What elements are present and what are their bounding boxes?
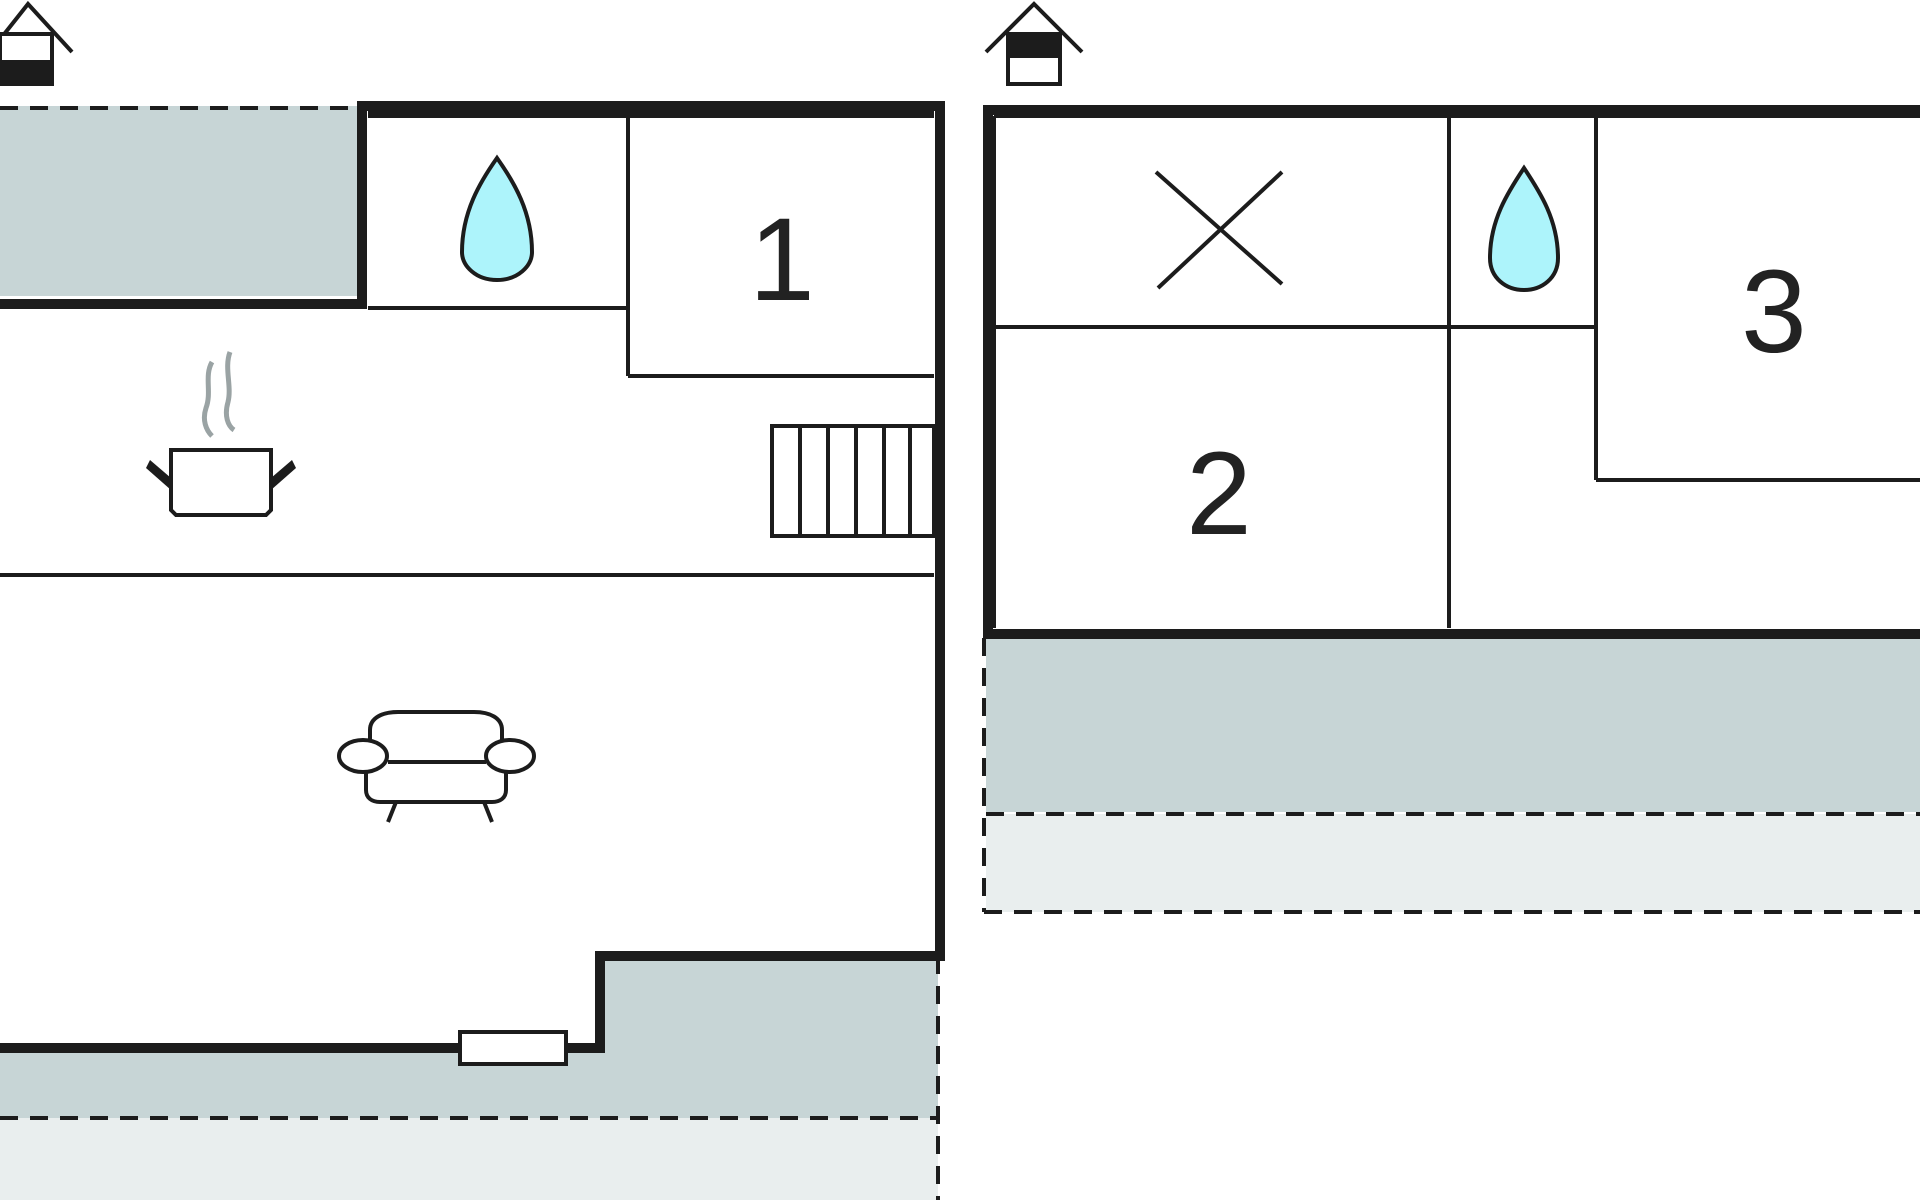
entrance-door-icon (458, 1030, 568, 1066)
bathroom-water-drop-icon (459, 154, 535, 283)
balcony (986, 634, 1920, 812)
room-label: 3 (1741, 246, 1807, 378)
outer-wall (0, 101, 945, 1053)
kitchen-pot-icon (146, 351, 296, 517)
balcony-light (986, 814, 1920, 912)
room-label: 2 (1186, 428, 1252, 560)
ground-floor: 1 (0, 0, 945, 1200)
living-room-sofa-icon (337, 710, 536, 823)
bathroom-water-drop-icon (1487, 164, 1561, 293)
interior-walls (0, 110, 934, 577)
void-cross-icon (1154, 170, 1284, 290)
terrace-bottom (0, 952, 938, 1118)
interior-walls (992, 114, 1920, 628)
room-label: 1 (749, 194, 815, 326)
upper-floor: 2 3 (982, 1, 1920, 914)
terrace-bottom-light (0, 1118, 938, 1200)
stairs-icon (770, 424, 936, 538)
house-upper-floor-icon (984, 1, 1084, 86)
terrace-top-left (0, 106, 362, 296)
house-ground-floor-icon (0, 0, 74, 86)
outer-wall (983, 105, 1920, 639)
